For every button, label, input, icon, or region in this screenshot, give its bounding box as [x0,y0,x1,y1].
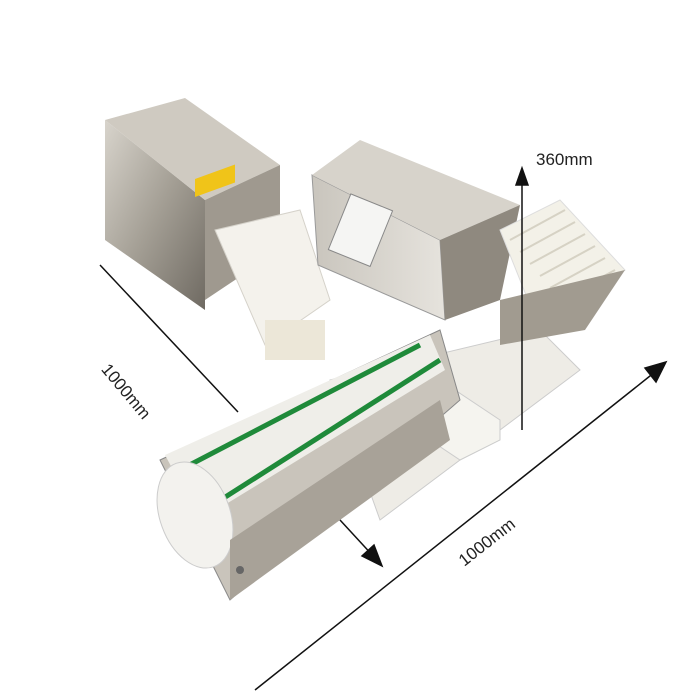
dimension-lines [99,165,668,691]
motor-housing-front [105,120,205,310]
roller-frame [500,270,625,345]
cutter-box-top [312,140,520,240]
height-label: 360mm [536,150,593,169]
arrow-down-right-icon [360,543,384,568]
motor [214,209,331,346]
length-dim-line [254,371,656,691]
cutter-box-side [440,205,520,320]
green-belt-2 [203,357,442,513]
motor-stand [265,320,325,360]
motor-housing-top [105,98,280,200]
arrow-up-icon [514,165,530,186]
belt-side-plate [230,400,450,600]
nameplate [327,193,394,268]
end-roller [156,461,234,569]
bolt [236,566,244,574]
arrow-up-right-icon [643,360,668,384]
depth-dim-line [99,264,239,413]
green-belt-1 [178,342,422,473]
warning-label [195,164,235,198]
belt-surface [165,335,445,520]
